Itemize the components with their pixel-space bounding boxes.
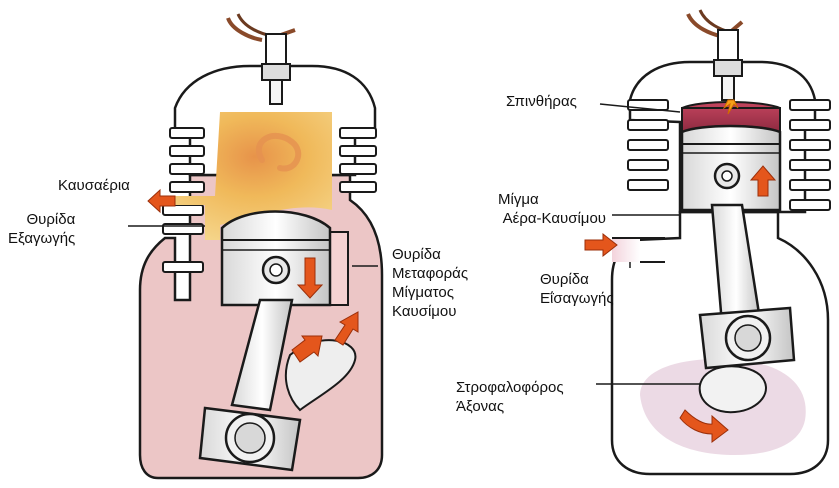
transfer-channel-left — [330, 232, 348, 305]
crank-web-right — [700, 366, 766, 412]
label-crankshaft: Στροφαλοφόρος Άξονας — [456, 378, 564, 416]
label-intake-port: Θυρίδα Εΐσαγωγής — [540, 270, 614, 308]
label-transfer-port: Θυρίδα Μεταφοράς Μίγματος Καυσίμου — [392, 245, 468, 321]
label-spark-plug: Σπινθήρας — [506, 92, 577, 111]
label-exhaust-gases: Καυσαέρια — [58, 176, 130, 195]
rod-big-end-right — [700, 308, 794, 368]
rod-big-end-left — [200, 408, 300, 470]
label-exhaust-port: Θυρίδα Εξαγωγής — [8, 210, 75, 248]
engine-left-exhaust-stroke — [140, 14, 382, 478]
label-air-fuel-mixture: Μίγμα Αέρα-Καυσίμου — [488, 190, 606, 228]
engine-right-compression-stroke — [585, 10, 830, 474]
intake-port-right — [612, 238, 640, 262]
